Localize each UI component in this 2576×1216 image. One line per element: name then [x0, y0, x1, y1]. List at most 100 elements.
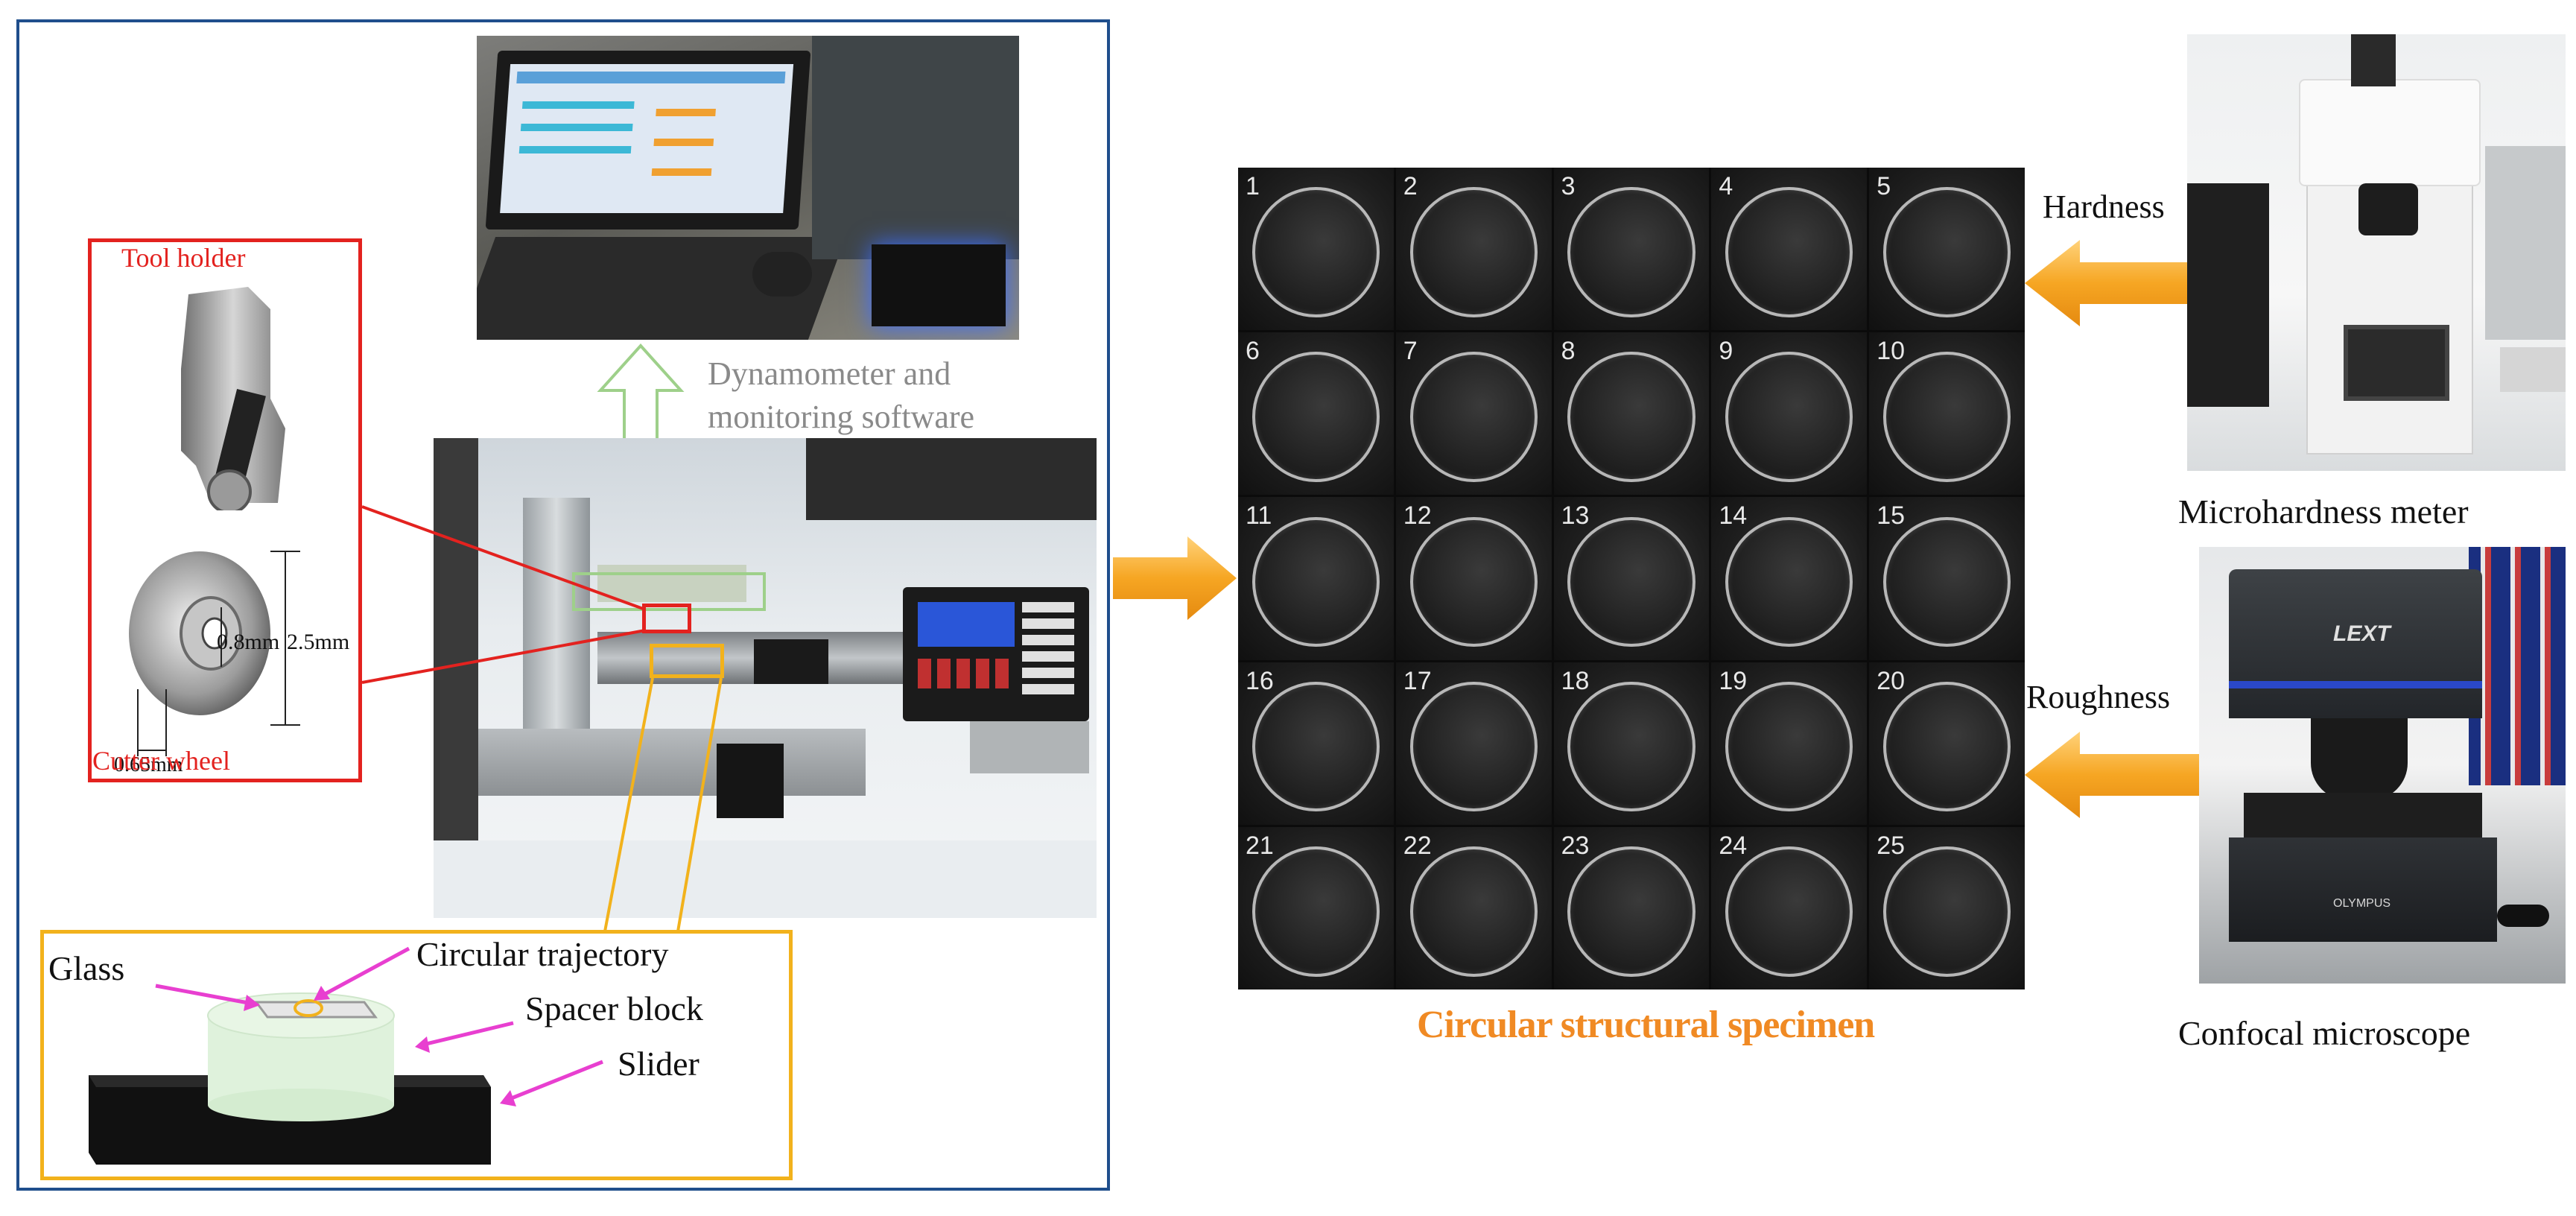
- schematic-box: Glass Circular trajectory Spacer block S…: [40, 930, 793, 1180]
- specimen-number: 22: [1403, 831, 1432, 860]
- laptop-photo: [477, 36, 1019, 340]
- specimen-cell: 2: [1395, 168, 1552, 331]
- specimen-number: 10: [1877, 337, 1906, 366]
- specimen-cell: 7: [1395, 332, 1552, 495]
- confocal-microscope-photo: LEXT OLYMPUS: [2199, 547, 2566, 984]
- specimen-number: 6: [1246, 337, 1260, 366]
- specimen-number: 20: [1877, 666, 1906, 695]
- specimen-number: 18: [1561, 666, 1590, 695]
- specimen-number: 21: [1246, 831, 1274, 860]
- specimen-cell: 5: [1869, 168, 2025, 331]
- specimen-ring: [1567, 681, 1695, 812]
- specimen-number: 13: [1561, 501, 1590, 531]
- dimension-0-8-label: 0.8mm: [217, 630, 280, 654]
- specimen-cell: 11: [1238, 497, 1394, 660]
- specimen-number: 15: [1877, 501, 1906, 531]
- microscope-base: [2229, 837, 2497, 942]
- specimen-ring: [1251, 516, 1380, 647]
- circular-trajectory-label: Circular trajectory: [416, 935, 669, 973]
- schematic-illustration: [89, 946, 603, 1165]
- controller-keypad: [1022, 602, 1074, 699]
- power-supply: [970, 721, 1089, 773]
- specimen-ring: [1251, 846, 1380, 977]
- roughness-label: Roughness: [2026, 679, 2171, 715]
- dynamometer-block: [597, 565, 746, 602]
- glass-label: Glass: [48, 949, 125, 987]
- specimen-number: 12: [1403, 501, 1432, 531]
- roughness-arrow-icon: [2025, 732, 2199, 818]
- machine-base: [478, 729, 866, 796]
- specimen-cell: 15: [1869, 497, 2025, 660]
- objective-unit: [2311, 718, 2408, 800]
- specimen-cell: 17: [1395, 662, 1552, 825]
- specimen-cell: 9: [1711, 332, 1868, 495]
- lower-motor: [717, 744, 784, 818]
- specimen-ring: [1251, 352, 1380, 482]
- specimen-ring: [1725, 187, 1853, 317]
- specimen-ring: [1409, 681, 1538, 812]
- confocal-label: Confocal microscope: [2178, 1014, 2471, 1052]
- specimen-ring: [1882, 187, 2011, 317]
- dimension-0-65-label: 0.65mm: [114, 753, 183, 776]
- dynamometer-label-line2: monitoring software: [708, 399, 975, 435]
- specimen-cell: 24: [1711, 826, 1868, 989]
- specimen-ring: [1882, 846, 2011, 977]
- hardness-label: Hardness: [2043, 189, 2165, 225]
- controller-unit: [903, 587, 1089, 721]
- touch-screen: [2344, 325, 2449, 401]
- specimen-number: 17: [1403, 666, 1432, 695]
- specimen-number: 1: [1246, 172, 1260, 200]
- specimen-cell: 14: [1711, 497, 1868, 660]
- glass-highlight: [650, 644, 724, 678]
- cutter-wheel-label-visible: Cutter wheel: [92, 746, 230, 776]
- specimen-ring: [1725, 352, 1853, 482]
- specimen-number: 25: [1877, 831, 1906, 860]
- tester-head: [2299, 79, 2481, 186]
- specimen-number: 3: [1561, 172, 1576, 200]
- tool-holder-illustration: [181, 287, 285, 510]
- specimen-cell: 4: [1711, 168, 1868, 331]
- specimen-number: 7: [1403, 337, 1418, 366]
- specimen-ring: [1567, 846, 1695, 977]
- objective-turret: [2358, 183, 2418, 235]
- specimen-number: 5: [1877, 172, 1891, 200]
- specimen-cell: 25: [1869, 826, 2025, 989]
- microhardness-label: Microhardness meter: [2178, 493, 2469, 531]
- dimension-2-5-label: 2.5mm: [287, 630, 350, 654]
- specimen-cell: 3: [1553, 168, 1710, 331]
- specimen-ring: [1567, 516, 1695, 647]
- olympus-logo: OLYMPUS: [2333, 897, 2391, 910]
- specimen-cell: 23: [1553, 826, 1710, 989]
- specimen-ring: [1409, 187, 1538, 317]
- camera-mount: [2351, 34, 2396, 86]
- specimen-cell: 12: [1395, 497, 1552, 660]
- cutter-wheel-illustration: [129, 551, 270, 715]
- microhardness-meter-photo: [2187, 34, 2566, 471]
- specimen-ring: [1882, 516, 2011, 647]
- specimen-ring: [1725, 846, 1853, 977]
- specimen-cell: 18: [1553, 662, 1710, 825]
- controller-puck: [2497, 905, 2549, 927]
- specimen-cell: 21: [1238, 826, 1394, 989]
- specimen-cell: 8: [1553, 332, 1710, 495]
- specimen-ring: [1882, 352, 2011, 482]
- motor: [754, 639, 828, 684]
- right-device: [2485, 146, 2566, 340]
- microscope-head: LEXT: [2229, 569, 2482, 718]
- slider-label: Slider: [618, 1045, 699, 1083]
- specimen-ring: [1409, 516, 1538, 647]
- dynamometer-case: [812, 36, 1019, 259]
- spacer-block-label: Spacer block: [525, 989, 703, 1027]
- specimen-ring: [1251, 187, 1380, 317]
- experiment-setup-frame: [16, 19, 1110, 1191]
- specimen-ring: [1567, 187, 1695, 317]
- tool-leader-lines: [361, 505, 723, 932]
- specimen-number: 11: [1246, 501, 1272, 531]
- side-monitor: [2187, 183, 2269, 407]
- specimen-cell: 13: [1553, 497, 1710, 660]
- specimen-ring: [1725, 516, 1853, 647]
- specimen-number: 19: [1719, 666, 1748, 695]
- dynamometer-unit: [872, 244, 1006, 326]
- scribing-machine-photo: [434, 438, 1097, 918]
- specimen-cell: 20: [1869, 662, 2025, 825]
